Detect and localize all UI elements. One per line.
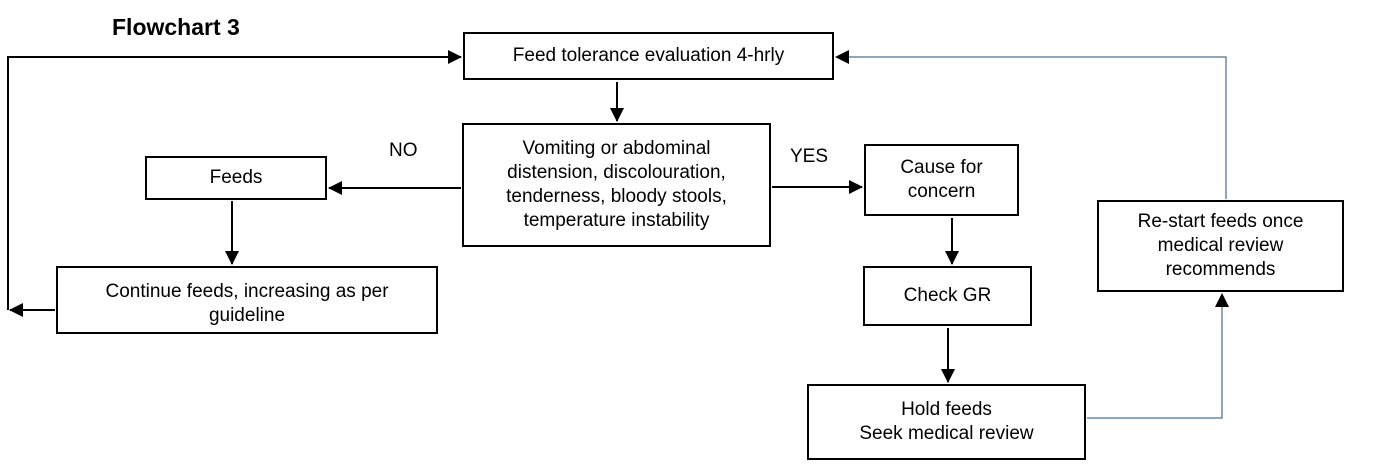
edge-label-yes: YES [790, 146, 829, 167]
node-cause-for-concern: Cause for concern [864, 144, 1019, 216]
node-symptoms-check: Vomiting or abdominal distension, discol… [462, 123, 771, 247]
loop-left-to-eval [7, 50, 462, 310]
node-hold-feeds: Hold feeds Seek medical review [807, 384, 1086, 460]
node-check-gr: Check GR [863, 266, 1032, 326]
node-feeds: Feeds [145, 156, 327, 200]
node-continue-feeds: Continue feeds, increasing as per guidel… [56, 266, 438, 334]
loop-restart-to-eval [835, 50, 1227, 199]
edge-label-no: NO [389, 140, 418, 161]
node-feed-tolerance-evaluation: Feed tolerance evaluation 4-hrly [463, 32, 834, 80]
node-restart-feeds: Re-start feeds once medical review recom… [1097, 200, 1344, 292]
loop-hold-to-restart [1087, 293, 1229, 419]
diagram-title: Flowchart 3 [112, 14, 240, 40]
